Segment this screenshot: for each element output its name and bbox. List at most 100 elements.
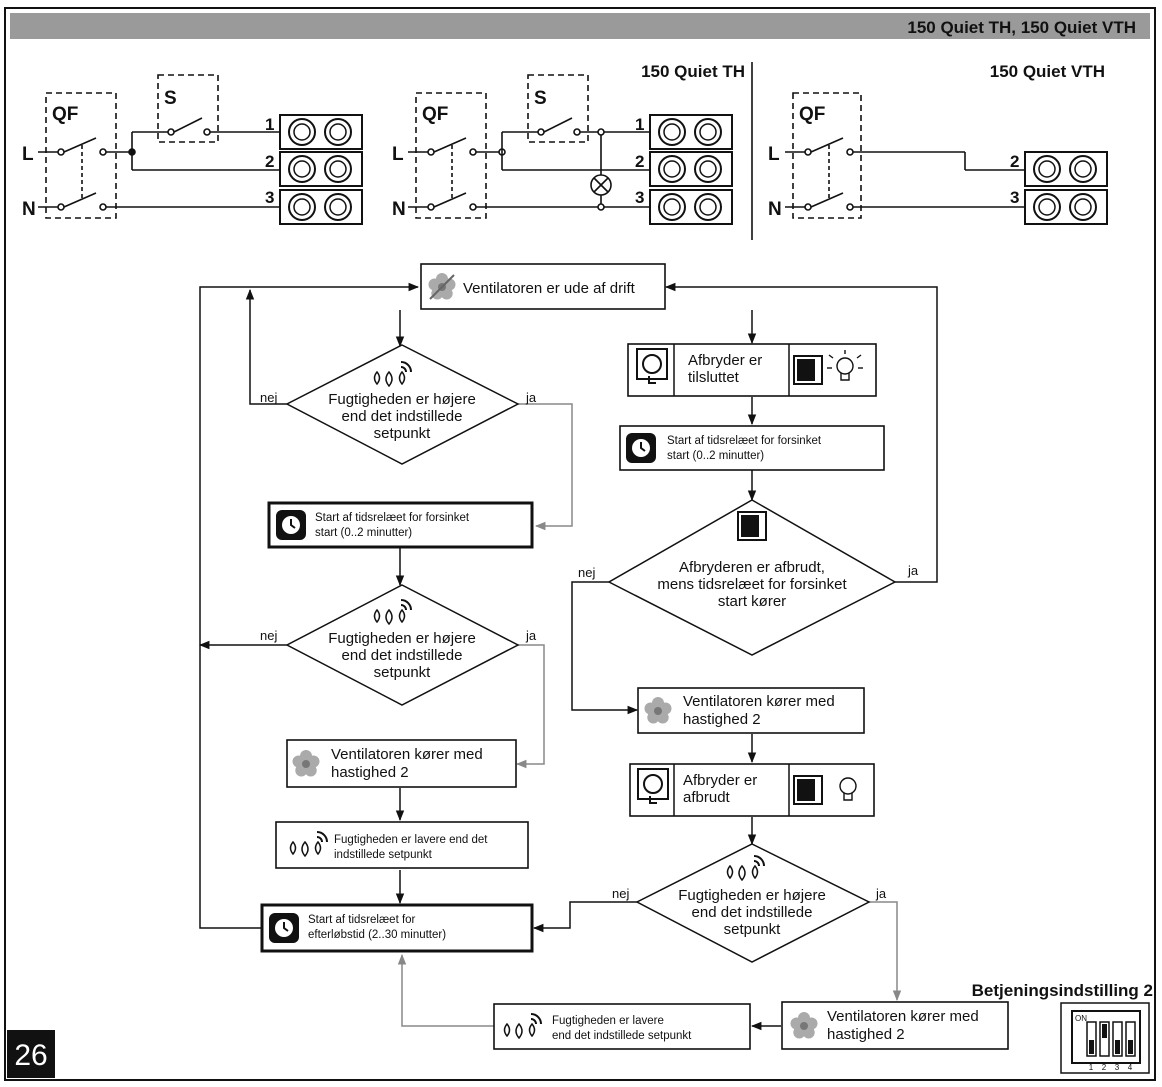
s-label: S (164, 88, 177, 109)
wall-switch-icon (793, 355, 823, 385)
qf-label: QF (422, 104, 448, 125)
n-label: N (768, 199, 782, 220)
wiring-diagram-middle (408, 74, 650, 219)
timer-icon (275, 509, 307, 541)
fan-off-icon (428, 273, 456, 300)
box-line: Afbryder er (683, 772, 757, 789)
decision-line: end det indstillede (342, 647, 463, 664)
header-banner (10, 13, 1150, 39)
switch-on-box: Afbryder er tilsluttet (627, 343, 877, 397)
decision-humidity-higher: Fugtigheden er højere end det indstilled… (635, 843, 871, 963)
dip-number: 2 (1102, 1063, 1107, 1072)
start-text: Ventilatoren er ude af drift (463, 280, 636, 297)
decision-line: Fugtigheden er højere (328, 391, 476, 408)
l-label: L (768, 144, 780, 165)
qf-label: QF (52, 104, 78, 125)
box-line: hastighed 2 (331, 764, 409, 781)
wall-switch-icon (737, 511, 767, 541)
box-line: tilsluttet (688, 369, 740, 386)
box-line: efterløbstid (2..30 minutter) (308, 929, 446, 941)
terminal-label-3: 3 (635, 188, 644, 207)
box-line: Start af tidsrelæet for (308, 914, 416, 926)
terminal-3 (649, 189, 733, 225)
terminal-2 (279, 151, 363, 187)
decision-line: Afbryderen er afbrudt, (679, 559, 825, 576)
terminal-label-2: 2 (265, 152, 274, 171)
decision-line: mens tidsrelæet for forsinket (657, 576, 847, 593)
switch-off-box: Afbryder er afbrudt (629, 763, 875, 817)
dip-number: 4 (1128, 1063, 1133, 1072)
terminal-label-3: 3 (265, 188, 274, 207)
terminal-1 (649, 114, 733, 150)
decision-line: end det indstillede (342, 408, 463, 425)
box-line: Afbryder er (688, 352, 762, 369)
dip-on-label: ON (1075, 1014, 1087, 1023)
yes-label: ja (875, 886, 887, 901)
decision-line: setpunkt (374, 425, 432, 442)
yes-label: ja (525, 628, 537, 643)
lamp-icon (827, 350, 863, 381)
l-label: L (22, 144, 34, 165)
terminal-3 (279, 189, 363, 225)
n-label: N (22, 199, 36, 220)
dip-number: 1 (1089, 1063, 1094, 1072)
no-label: nej (578, 565, 595, 580)
decision-line: Fugtigheden er højere (678, 887, 826, 904)
switch-icon (636, 348, 668, 384)
speed2-box: Ventilatoren kører med hastighed 2 (781, 1001, 1009, 1050)
flow-connectors (198, 282, 938, 1031)
dip-number: 3 (1115, 1063, 1120, 1072)
box-line: end det indstillede setpunkt (552, 1030, 692, 1042)
wall-switch-icon (793, 775, 823, 805)
terminal-label-3: 3 (1010, 188, 1019, 207)
wiring-diagram-left (38, 74, 280, 219)
terminal-label-1: 1 (635, 115, 644, 134)
decision-line: setpunkt (374, 664, 432, 681)
timer-start-box: Start af tidsrelæet for forsinket start … (619, 425, 885, 471)
speed2-box: Ventilatoren kører med hastighed 2 (637, 687, 865, 734)
humidity-lower-box: Fugtigheden er lavere end det indstilled… (493, 1003, 751, 1050)
decision-line: Fugtigheden er højere (328, 630, 476, 647)
box-line: start (0..2 minutter) (667, 450, 764, 462)
box-line: Start af tidsrelæet for forsinket (667, 435, 822, 447)
s-label: S (534, 88, 547, 109)
decision-line: start kører (718, 593, 786, 610)
box-line: Start af tidsrelæet for forsinket (315, 512, 470, 524)
no-label: nej (612, 886, 629, 901)
l-label: L (392, 144, 404, 165)
box-line: indstillede setpunkt (334, 849, 433, 861)
page-number: 26 (14, 1039, 47, 1072)
terminal-1 (279, 114, 363, 150)
no-label: nej (260, 628, 277, 643)
decision-switch-off: Afbryderen er afbrudt, mens tidsrelæet f… (607, 499, 897, 656)
yes-label: ja (907, 563, 919, 578)
decision-humidity-higher: Fugtigheden er højere end det indstilled… (285, 344, 520, 465)
box-line: Ventilatoren kører med (827, 1008, 979, 1025)
decision-line: end det indstillede (692, 904, 813, 921)
humidity-lower-box: Fugtigheden er lavere end det indstilled… (275, 821, 529, 869)
speed2-box: Ventilatoren kører med hastighed 2 (286, 739, 517, 788)
terminal-2 (649, 151, 733, 187)
yes-label: ja (525, 390, 537, 405)
page-border (4, 7, 1156, 1081)
box-line: hastighed 2 (683, 711, 761, 728)
timer-icon (268, 912, 300, 944)
decision-humidity-higher: Fugtigheden er højere end det indstilled… (285, 584, 520, 706)
timer-start-box: Start af tidsrelæet for forsinket start … (267, 501, 534, 549)
dip-switch-icon (1060, 1002, 1150, 1074)
no-label: nej (260, 390, 277, 405)
timer-icon (625, 432, 657, 464)
decision-line: setpunkt (724, 921, 782, 938)
vth-title: 150 Quiet VTH (990, 62, 1105, 81)
terminal-label-2: 2 (635, 152, 644, 171)
terminal-3 (1024, 189, 1108, 225)
mode-title: Betjeningsindstilling 2 (972, 981, 1153, 1000)
lamp-icon (839, 777, 857, 801)
box-line: hastighed 2 (827, 1026, 905, 1043)
terminal-label-2: 2 (1010, 152, 1019, 171)
th-title: 150 Quiet TH (641, 62, 745, 81)
box-line: start (0..2 minutter) (315, 527, 412, 539)
box-line: Ventilatoren kører med (331, 746, 483, 763)
model-title: 150 Quiet TH, 150 Quiet VTH (907, 18, 1136, 37)
